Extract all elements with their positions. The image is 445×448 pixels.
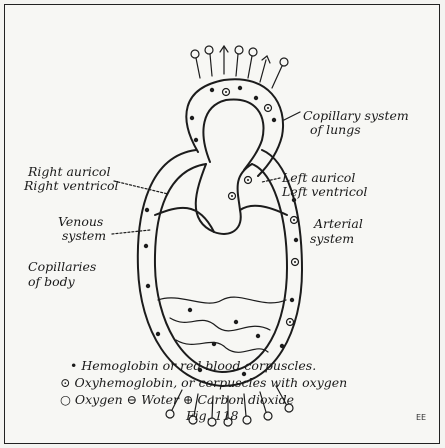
label-left-auricle: Left auricol bbox=[281, 170, 355, 185]
label-venous-2: system bbox=[62, 228, 106, 243]
right-heart-chamber bbox=[155, 208, 214, 232]
legend-gases: ○ Oxygen ⊖ Woter ⊕ Carbon dioxide bbox=[60, 392, 294, 407]
heart-septum bbox=[196, 164, 252, 234]
legend-hemoglobin: • Hemoglobin or red blood corpuscles. bbox=[70, 358, 316, 373]
lung-circulation-loop bbox=[186, 79, 283, 176]
label-arterial-2: system bbox=[310, 231, 354, 246]
lung-gas-exchange bbox=[191, 46, 288, 88]
venous-leader bbox=[112, 230, 150, 234]
lung-circulation-inner bbox=[203, 99, 263, 170]
figure-caption: Fig. 118 bbox=[185, 408, 239, 423]
label-arterial-1: Arterial bbox=[313, 216, 363, 231]
body-circulation-inner bbox=[155, 164, 287, 372]
label-capillaries-2: of body bbox=[28, 274, 76, 289]
artist-initials: EE bbox=[416, 413, 426, 422]
body-circulation-loop bbox=[138, 150, 302, 386]
capillary-vessel-a bbox=[170, 318, 270, 331]
label-venous-1: Venous bbox=[58, 214, 103, 229]
label-right-ventricle: Right ventricol bbox=[23, 178, 119, 193]
legend-oxyhemoglobin: ⊙ Oxyhemoglobin, or corpuscles with oxyg… bbox=[60, 375, 347, 390]
right-heart-leader bbox=[114, 181, 168, 194]
label-lungs-2: of lungs bbox=[310, 122, 361, 137]
label-capillaries-1: Copillaries bbox=[28, 259, 96, 274]
label-right-auricle: Right auricol bbox=[27, 164, 110, 179]
lungs-leader bbox=[284, 112, 300, 120]
body-capillary-bed bbox=[158, 297, 286, 303]
label-left-ventricle: Left ventricol bbox=[281, 184, 367, 199]
label-lungs-1: Copillary system bbox=[303, 108, 409, 123]
capillary-vessel-b bbox=[176, 340, 268, 352]
left-heart-leader bbox=[262, 178, 280, 182]
